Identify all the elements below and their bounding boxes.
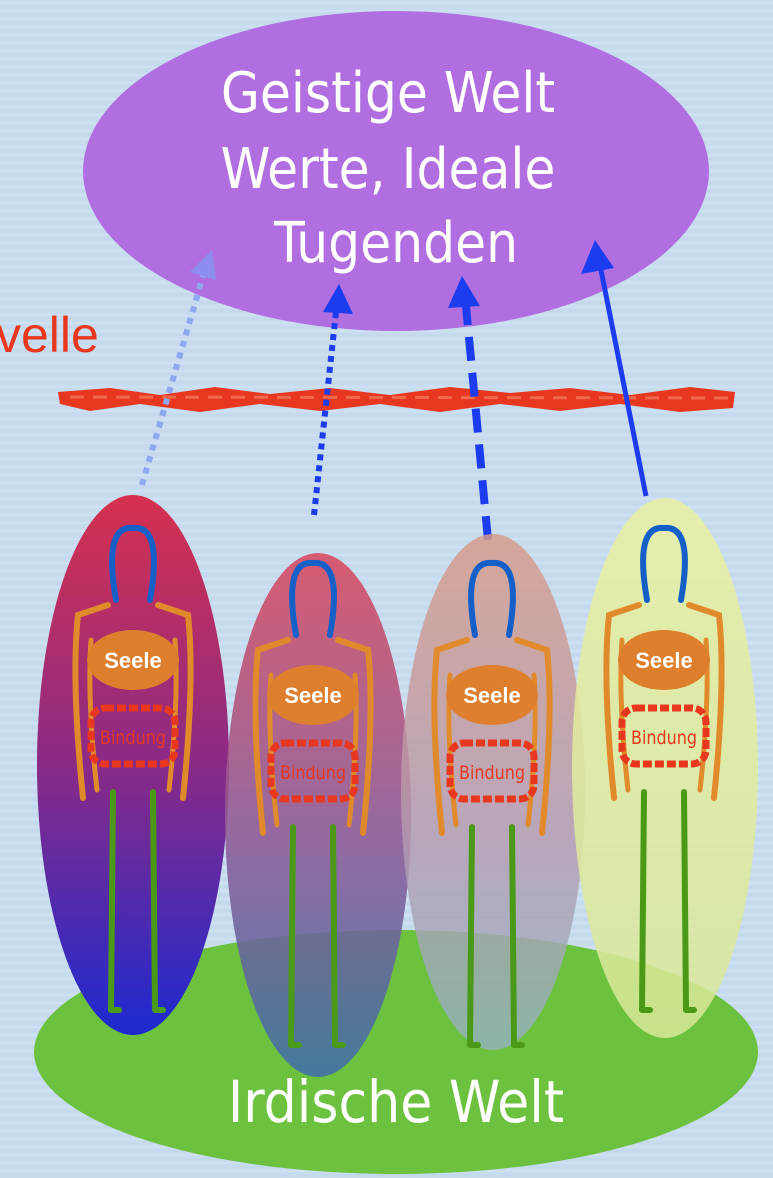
aura-ellipse [225,553,411,1077]
aura-ellipse [572,498,758,1038]
soul-label: Seele [104,648,162,673]
spiritual-line-1: Geistige Welt [221,61,555,126]
spiritual-line-2: Werte, Ideale [221,137,556,202]
spiritual-line-3: Tugenden [273,211,518,276]
earthly-world-label: Irdische Welt [228,1068,564,1136]
threshold-label: velle [0,307,99,363]
soul-label: Seele [284,683,342,708]
aura-ellipse [37,495,229,1035]
soul-label: Seele [463,683,521,708]
bond-label: Bindung [280,762,346,784]
bond-label: Bindung [459,762,525,784]
bond-label: Bindung [631,727,697,749]
bond-label: Bindung [100,727,166,749]
soul-label: Seele [635,648,693,673]
aura-ellipse [401,534,585,1050]
